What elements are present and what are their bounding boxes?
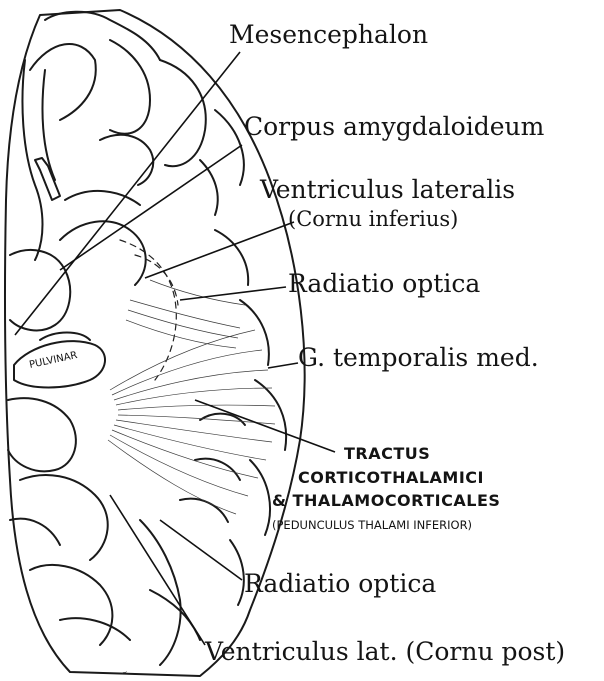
fiber-radiation — [108, 280, 275, 514]
label-radiatio-optica-upper: Radiatio optica — [288, 269, 480, 298]
label-cornu-inferius: (Cornu inferius) — [288, 207, 458, 231]
label-radiatio-optica-lower: Radiatio optica — [244, 569, 436, 598]
label-corticothalamici: CORTICOTHALAMICI — [298, 468, 484, 487]
label-pedunculus: (PEDUNCULUS THALAMI INFERIOR) — [272, 518, 472, 532]
leader-ventriculus-lateralis — [145, 222, 294, 278]
label-g-temporalis-med: G. temporalis med. — [298, 343, 539, 372]
leader-ventriculus-lat-post — [110, 495, 205, 645]
label-tractus: TRACTUS — [344, 444, 430, 463]
label-mesencephalon: Mesencephalon — [229, 20, 428, 49]
pulvinar-label: PULVINAR — [28, 350, 78, 371]
label-ventriculus-lat-post: Ventriculus lat. (Cornu post) — [204, 637, 565, 666]
leader-radiatio-optica-upper — [180, 287, 286, 300]
label-corpus-amygdaloideum: Corpus amygdaloideum — [244, 112, 545, 141]
leader-tractus — [195, 400, 335, 452]
artist-signature: ~ — [120, 667, 129, 678]
label-ventriculus-lateralis: Ventriculus lateralis — [259, 175, 515, 204]
label-thalamocorticales: & THALAMOCORTICALES — [272, 491, 500, 510]
leader-g-temporalis-med — [268, 363, 298, 368]
